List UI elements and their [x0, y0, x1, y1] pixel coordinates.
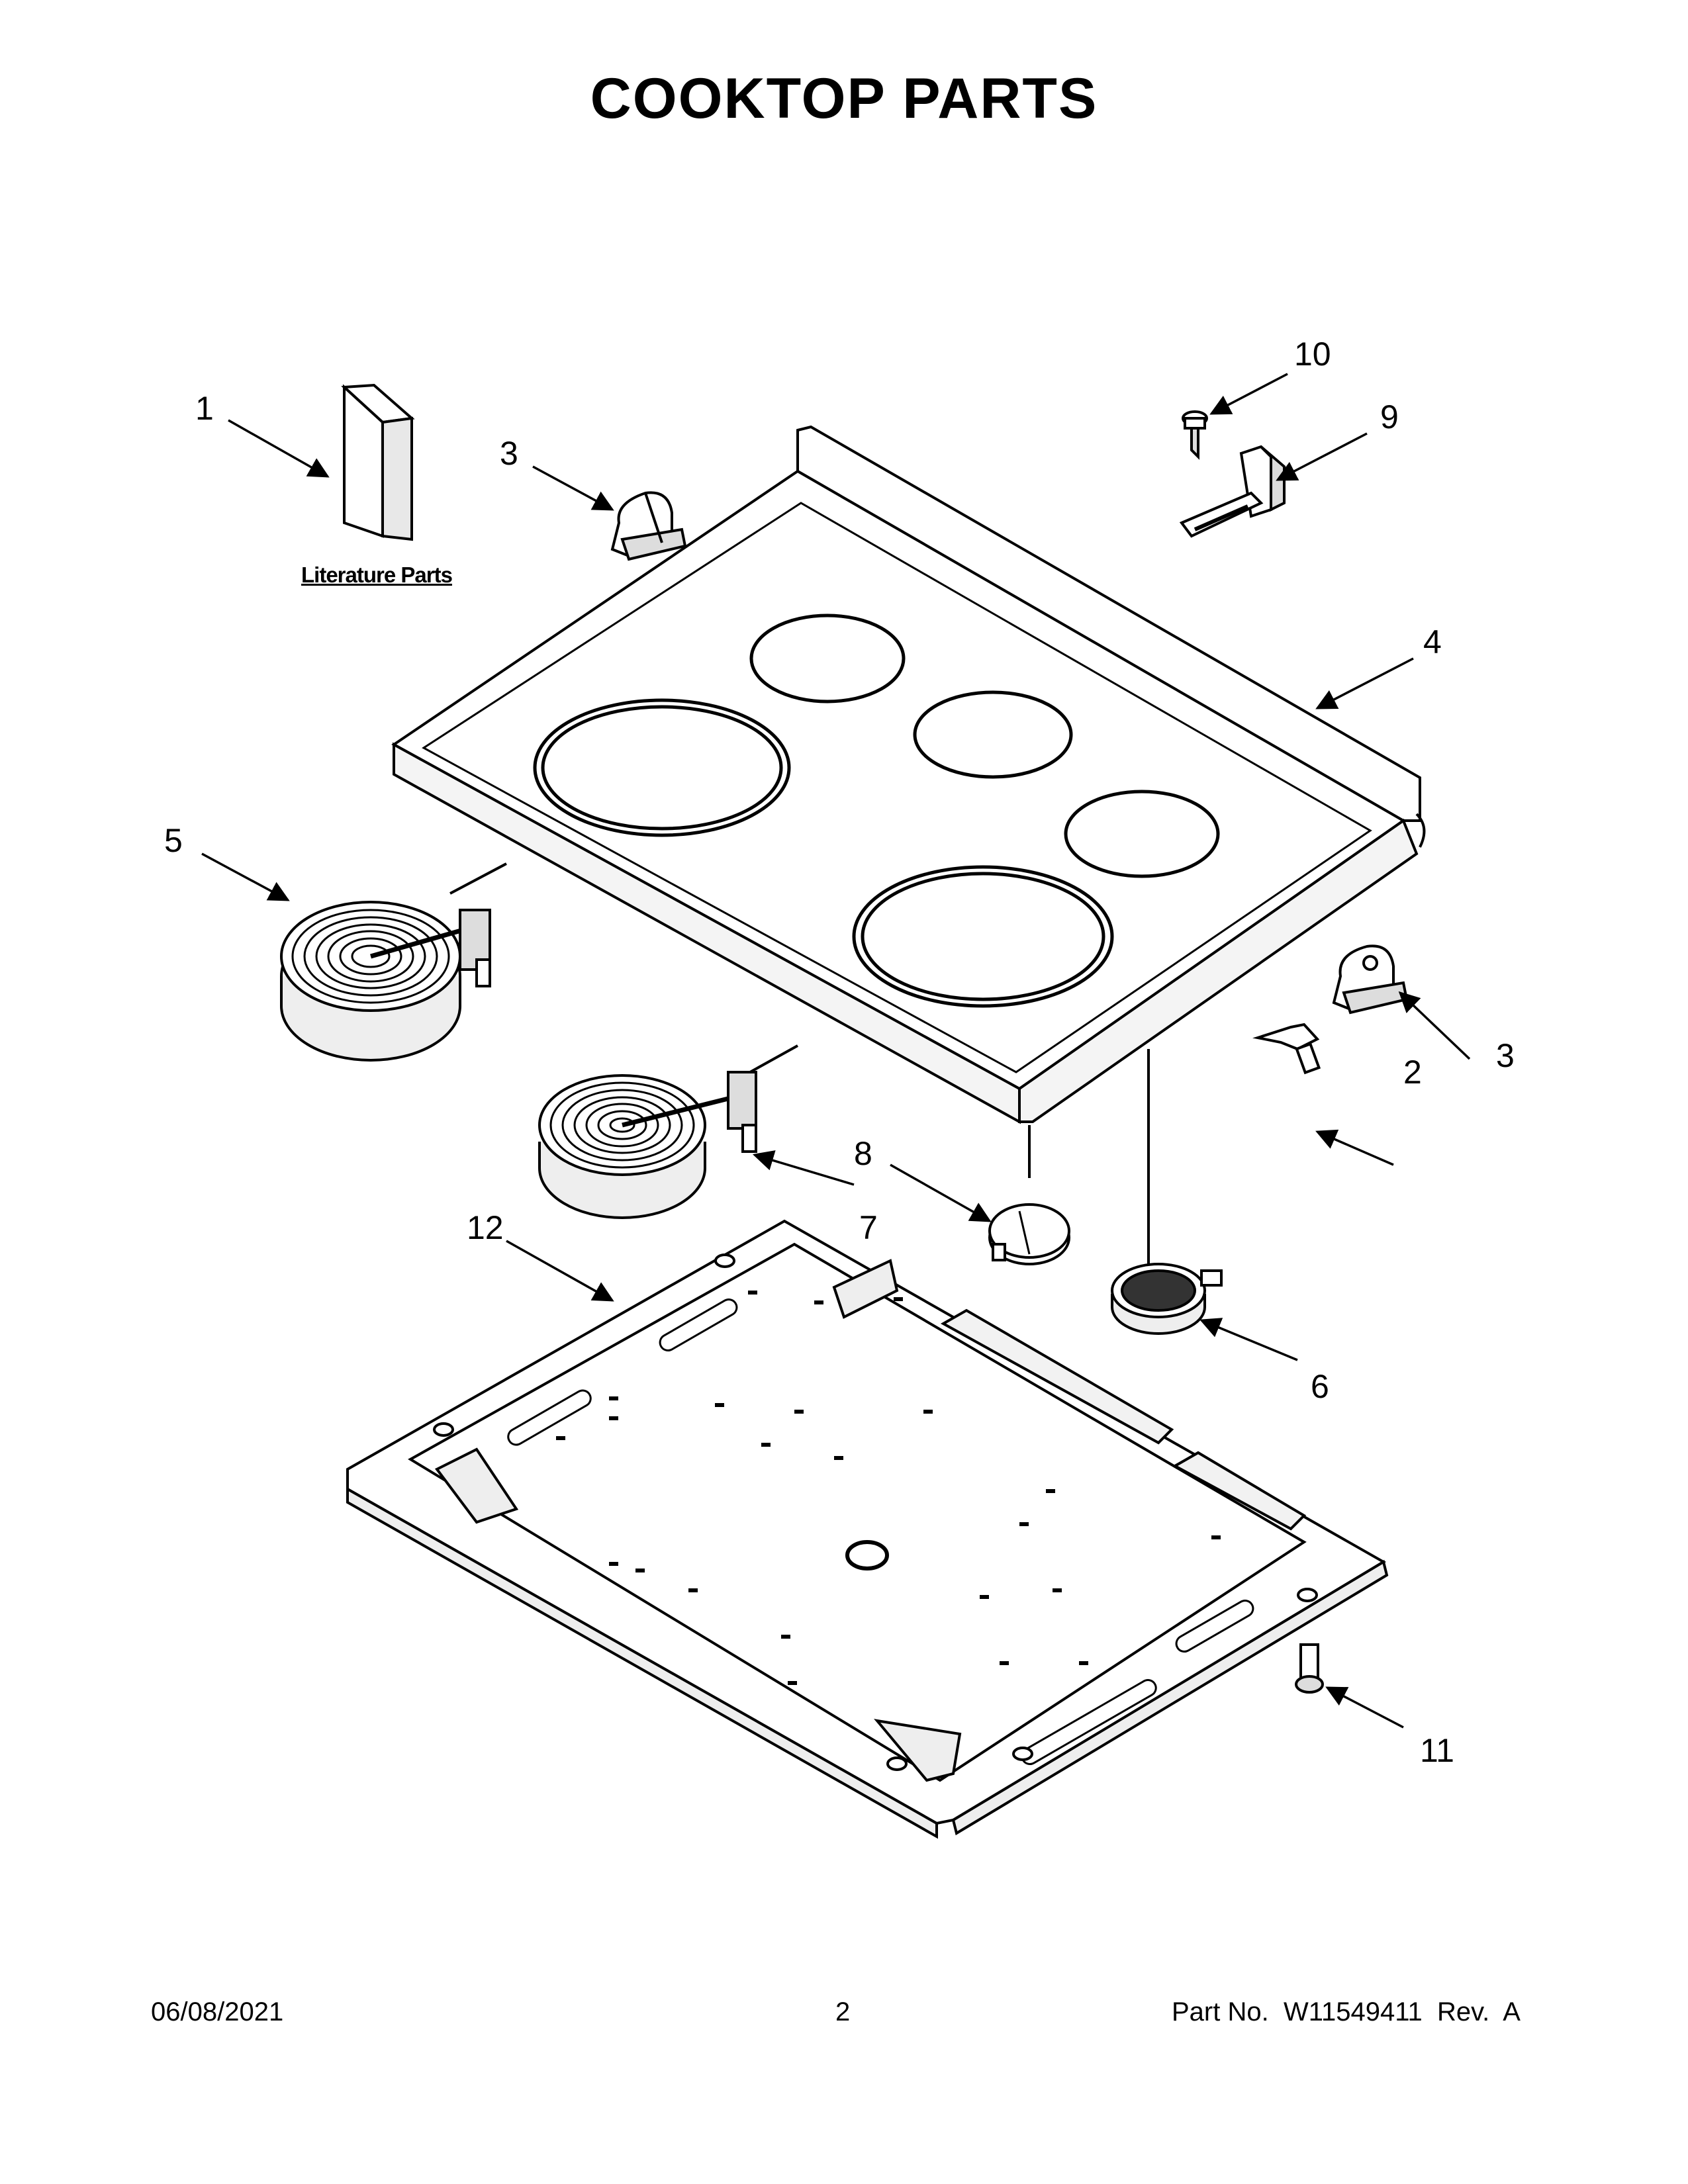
radiant-element-large: [280, 901, 491, 1062]
cooktop-glass: [391, 425, 1426, 1124]
callout-3-right: 3: [1496, 1037, 1515, 1074]
warming-element: [1111, 1263, 1223, 1335]
footer-page-number: 2: [835, 1997, 851, 2026]
clip-right: [1332, 944, 1409, 1015]
callout-6: 6: [1311, 1368, 1329, 1405]
screw-bottom: [1295, 1643, 1324, 1694]
literature-part: [341, 383, 415, 541]
page-title: COOKTOP PARTS: [590, 67, 1098, 130]
footer-part-number: Part No. W11549411 Rev. A: [1172, 1997, 1521, 2026]
callout-4: 4: [1423, 623, 1442, 660]
callout-5: 5: [164, 822, 183, 859]
wire-clip: [1252, 1023, 1321, 1075]
footer-date: 06/08/2021: [151, 1997, 284, 2026]
screw-top: [1182, 410, 1208, 460]
callout-7: 7: [859, 1209, 878, 1246]
callout-9: 9: [1380, 398, 1399, 435]
clip-left: [610, 491, 687, 561]
callout-8: 8: [854, 1135, 872, 1172]
callout-10: 10: [1294, 336, 1331, 373]
radiant-element-small: [538, 1071, 757, 1219]
cooktop-burner-marks: [533, 614, 1220, 1008]
callout-3-left: 3: [500, 435, 518, 472]
literature-parts-label: Literature Parts: [301, 563, 453, 587]
callout-1: 1: [195, 390, 214, 427]
callout-2: 2: [1403, 1054, 1422, 1091]
sensor-disc: [988, 1203, 1070, 1265]
mounting-bracket: [1179, 445, 1286, 538]
callout-11: 11: [1420, 1732, 1454, 1769]
leader-arrows: [201, 373, 1471, 1729]
callout-12: 12: [467, 1209, 504, 1246]
burner-box: [346, 1219, 1389, 1839]
